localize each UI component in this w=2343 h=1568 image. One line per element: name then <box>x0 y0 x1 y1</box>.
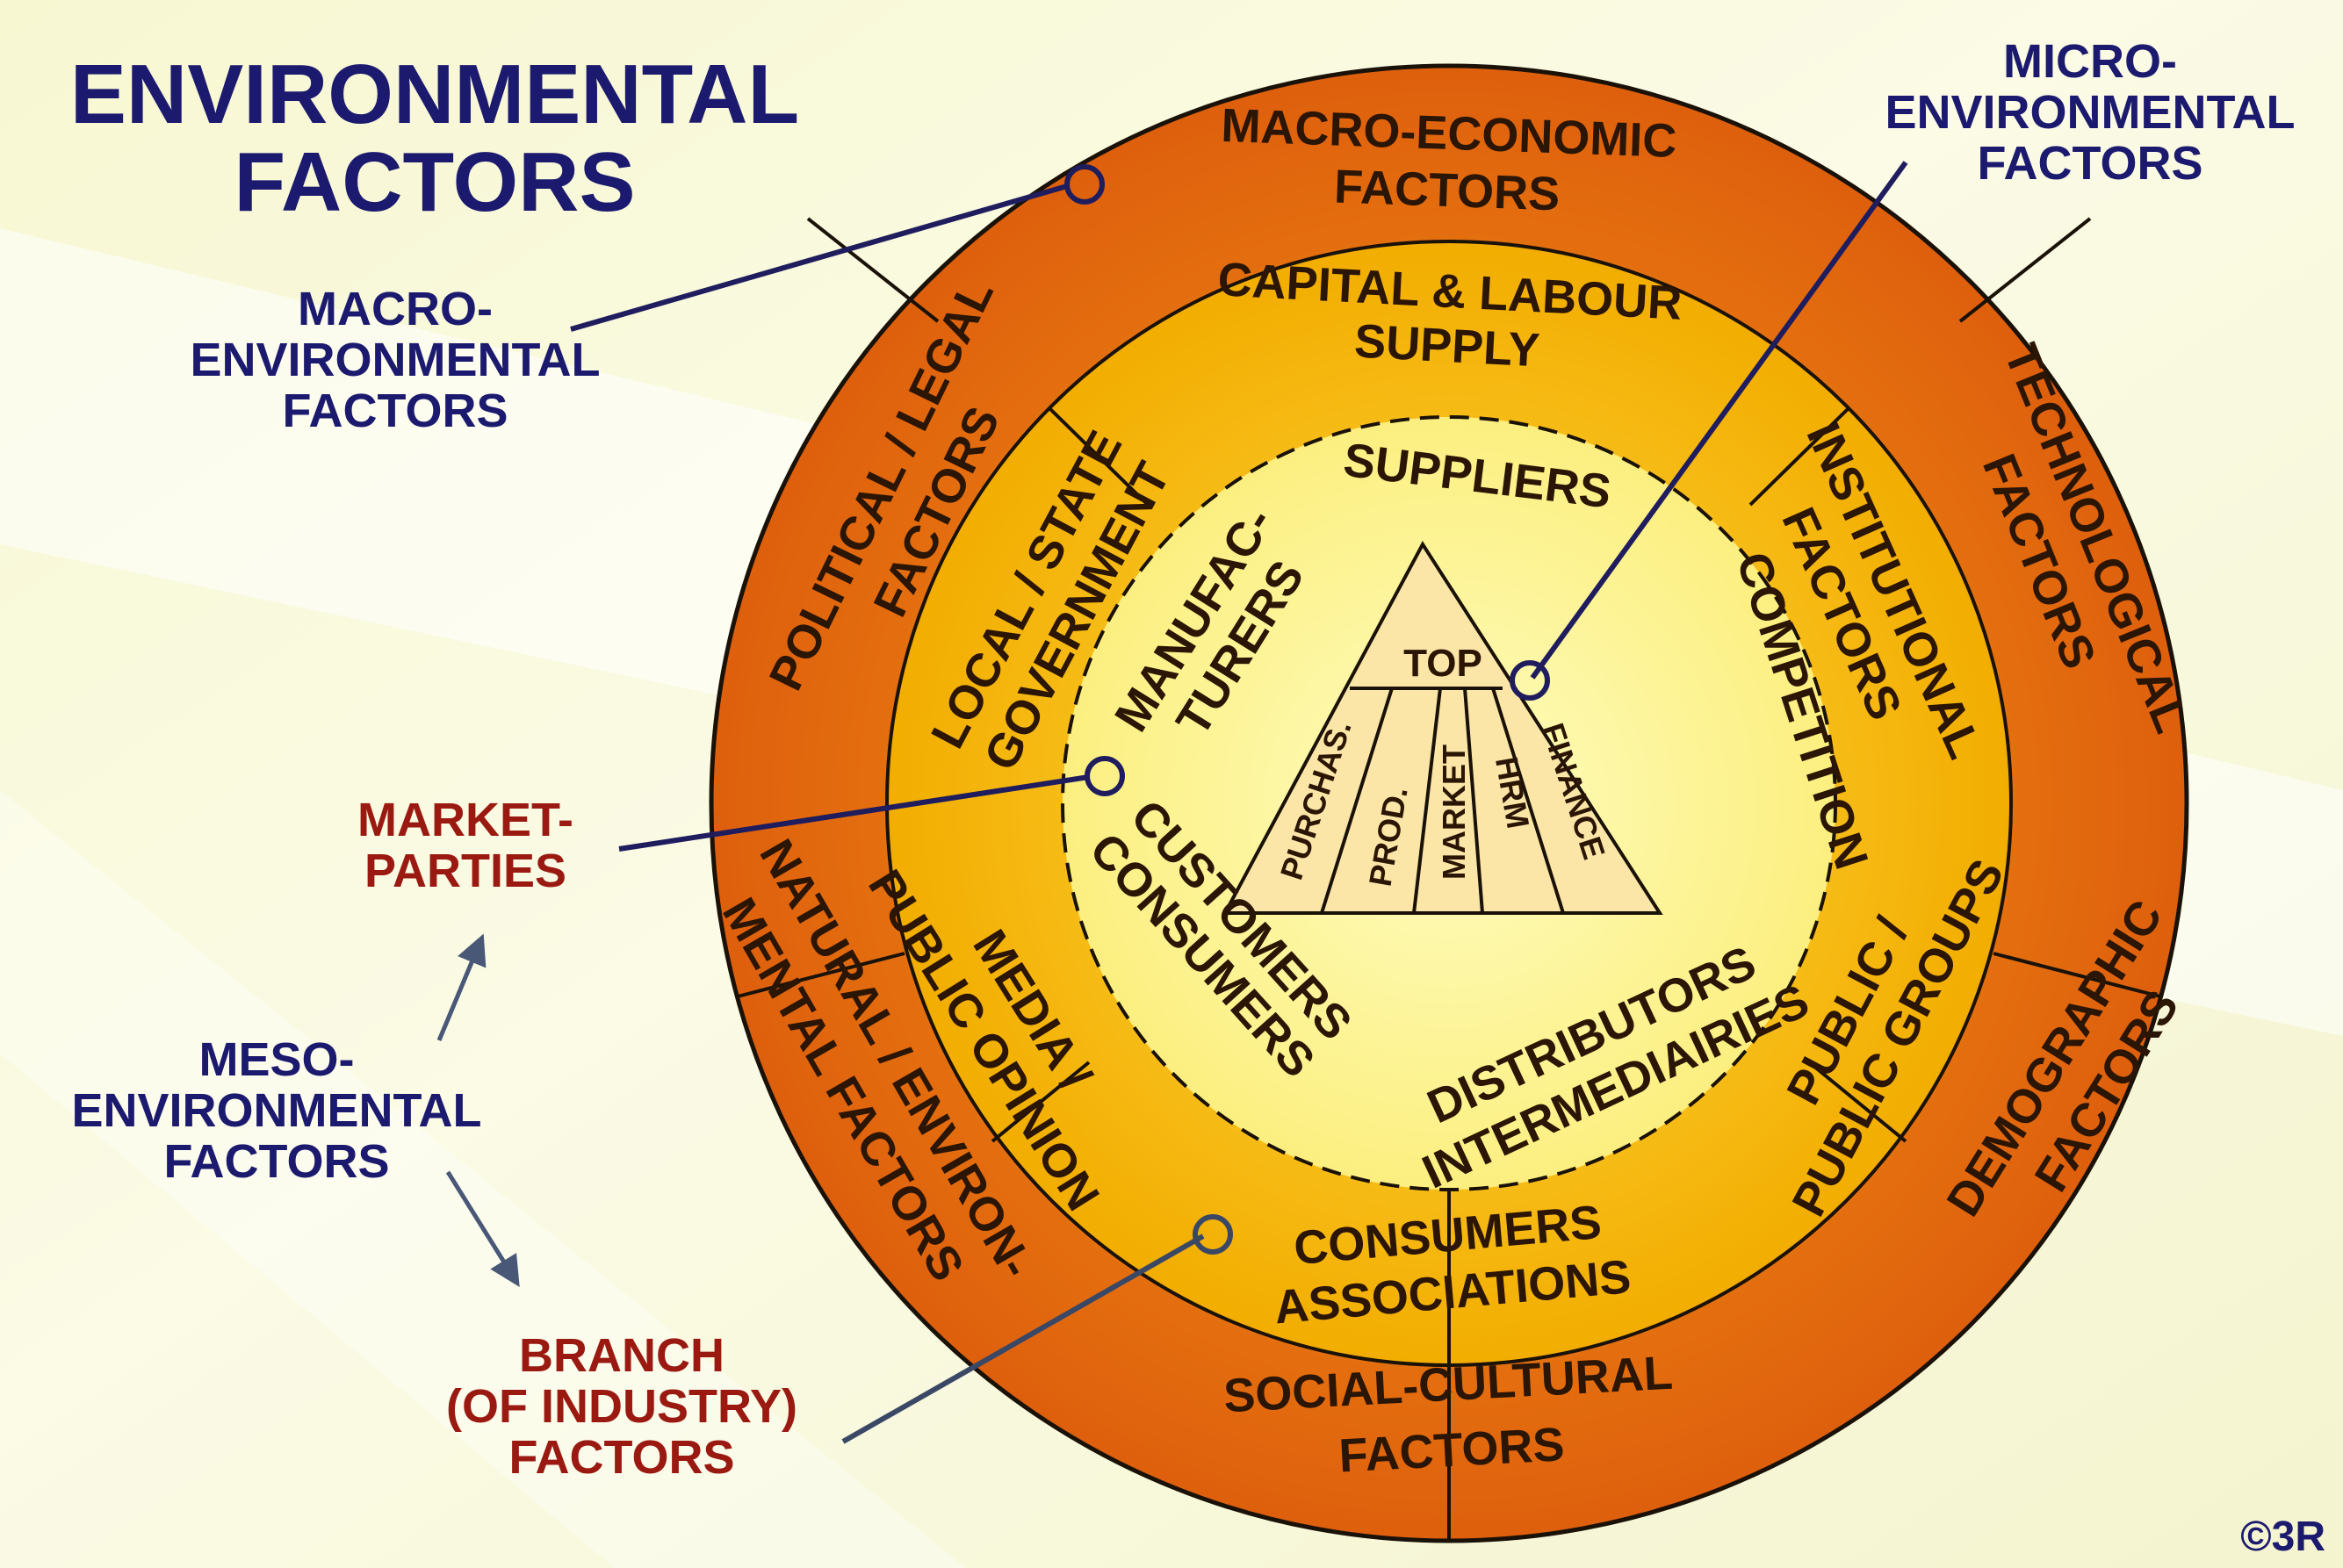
leader-micro <box>1530 161 1908 680</box>
svg-text:ENVIRONMENTAL: ENVIRONMENTAL <box>72 1084 482 1137</box>
leader-market <box>618 774 1090 852</box>
background-light-band-2 <box>0 790 966 1568</box>
meso-arrows <box>436 933 520 1287</box>
outer-ring-dividers <box>737 217 2161 1541</box>
svg-text:FACTORS: FACTORS <box>508 1431 734 1484</box>
arrow-to-branch <box>445 1170 520 1287</box>
svg-text:MACRO-: MACRO- <box>298 283 493 335</box>
endpoint-micro <box>1510 660 1550 701</box>
svg-text:MESO-: MESO- <box>198 1033 354 1086</box>
title-line-2: FACTORS <box>234 135 636 229</box>
svg-text:MARKET-: MARKET- <box>357 794 573 846</box>
svg-text:FACTORS: FACTORS <box>163 1135 389 1188</box>
leader-branch <box>841 1234 1205 1444</box>
svg-text:(OF INDUSTRY): (OF INDUSTRY) <box>446 1380 797 1433</box>
leader-endpoints <box>1064 164 1550 1255</box>
svg-text:ENVIRONMENTAL: ENVIRONMENTAL <box>1885 86 2296 139</box>
branch-label: BRANCH (OF INDUSTRY) FACTORS <box>446 1329 797 1484</box>
middle-ring-dividers <box>991 406 1907 1365</box>
pyramid-column-dividers <box>1320 687 1565 914</box>
svg-text:PARTIES: PARTIES <box>364 845 566 897</box>
title-line-1: ENVIRONMENTAL <box>70 47 799 141</box>
arrow-to-market <box>436 933 487 1041</box>
svg-text:MICRO-: MICRO- <box>2003 35 2177 88</box>
pyramid-shape <box>1222 541 1663 915</box>
svg-text:FACTORS: FACTORS <box>1977 137 2202 190</box>
micro-label: MICRO- ENVIRONMENTAL FACTORS <box>1885 35 2296 190</box>
svg-text:FACTORS: FACTORS <box>1333 160 1561 220</box>
svg-text:SUPPLY: SUPPLY <box>1353 314 1541 377</box>
endpoint-branch <box>1193 1214 1233 1255</box>
endpoint-macro <box>1064 164 1105 205</box>
pyramid-top-label: TOP <box>1403 642 1482 685</box>
meso-label: MESO- ENVIRONMENTAL FACTORS <box>72 1033 482 1188</box>
svg-text:BRANCH: BRANCH <box>519 1329 725 1382</box>
svg-text:ENVIRONMENTAL: ENVIRONMENTAL <box>191 334 601 386</box>
copyright-mark: ©3R <box>2240 1514 2325 1560</box>
pyramid-market: MARKET <box>1436 744 1472 880</box>
market-parties-label: MARKET- PARTIES <box>357 794 573 897</box>
page-title: ENVIRONMENTAL FACTORS <box>70 47 799 229</box>
leader-macro <box>570 183 1068 332</box>
svg-text:FACTORS: FACTORS <box>1337 1418 1566 1482</box>
endpoint-market <box>1085 756 1125 796</box>
svg-text:FACTORS: FACTORS <box>282 385 508 437</box>
organization-pyramid: TOP PURCHAS. PROD. MARKET HRM FINANCE <box>1222 541 1663 915</box>
macro-label: MACRO- ENVIRONMENTAL FACTORS <box>191 283 601 437</box>
leader-lines <box>570 161 1908 1444</box>
